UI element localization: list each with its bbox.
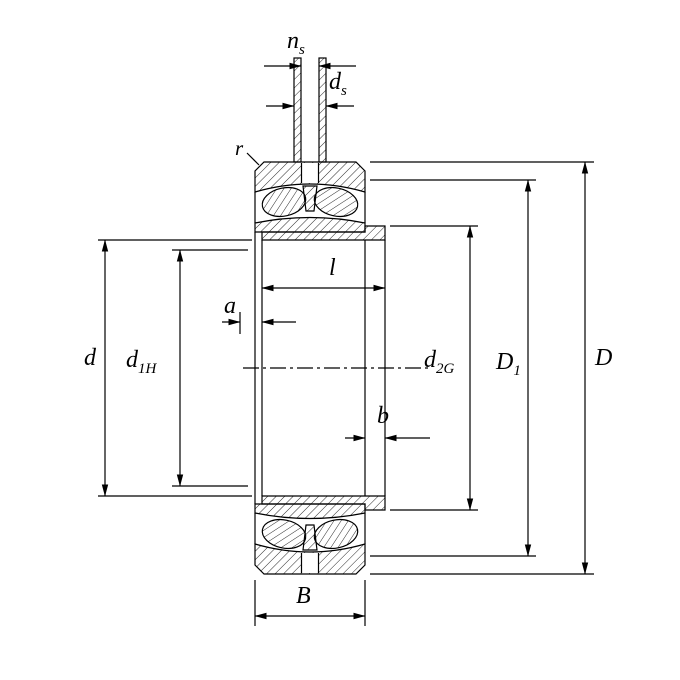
- label-l-main: l: [329, 255, 336, 281]
- inner-ring-bottom: [254, 503, 366, 520]
- dim-d1H: [172, 249, 248, 487]
- bearing-top-section: [254, 161, 386, 241]
- dim-label-a: a: [224, 294, 236, 318]
- dim-label-l: l: [329, 256, 336, 280]
- dim-d2G: [390, 225, 478, 511]
- inner-ring-top: [254, 216, 366, 233]
- dim-label-b: b: [377, 404, 389, 428]
- guide-ring-top: [302, 185, 318, 212]
- sleeve-thread-stub: [293, 57, 327, 163]
- dim-label-d1H: d1H: [126, 348, 156, 377]
- label-d2G-sub: 2G: [436, 361, 455, 377]
- lubrication-hole-bottom: [301, 553, 319, 573]
- dim-label-ds: ds: [329, 70, 347, 99]
- dim-label-r: r: [235, 138, 243, 159]
- label-r-main: r: [235, 136, 244, 160]
- label-d-main: d: [84, 345, 96, 371]
- dim-label-d: d: [84, 346, 96, 370]
- dim-D: [370, 161, 594, 575]
- guide-ring-bottom: [302, 524, 318, 551]
- dim-label-ns: ns: [287, 29, 305, 58]
- label-ds-main: d: [329, 69, 341, 95]
- dim-D1: [370, 179, 536, 557]
- label-B-main: B: [296, 583, 311, 609]
- label-D-main: D: [595, 345, 613, 371]
- label-d2G-main: d: [424, 347, 436, 373]
- dim-label-B: B: [296, 584, 311, 608]
- label-ds-sub: s: [341, 83, 347, 99]
- label-b-main: b: [377, 403, 389, 429]
- dim-a: [222, 312, 296, 334]
- dim-label-D: D: [595, 346, 612, 370]
- bearing-bottom-section: [254, 495, 386, 575]
- label-ns-sub: s: [299, 42, 305, 58]
- label-D1-main: D: [496, 349, 514, 375]
- r-leader-line: [246, 152, 260, 166]
- label-D1-sub: 1: [513, 363, 521, 379]
- dim-d: [98, 239, 252, 497]
- label-ns-main: n: [287, 28, 299, 54]
- dim-B: [254, 580, 366, 626]
- dim-label-D1: D1: [496, 350, 521, 379]
- label-d1H-sub: 1H: [138, 361, 157, 377]
- label-a-main: a: [224, 293, 236, 319]
- lubrication-hole-top: [301, 163, 319, 183]
- label-d1H-main: d: [126, 347, 138, 373]
- dim-label-d2G: d2G: [424, 348, 454, 377]
